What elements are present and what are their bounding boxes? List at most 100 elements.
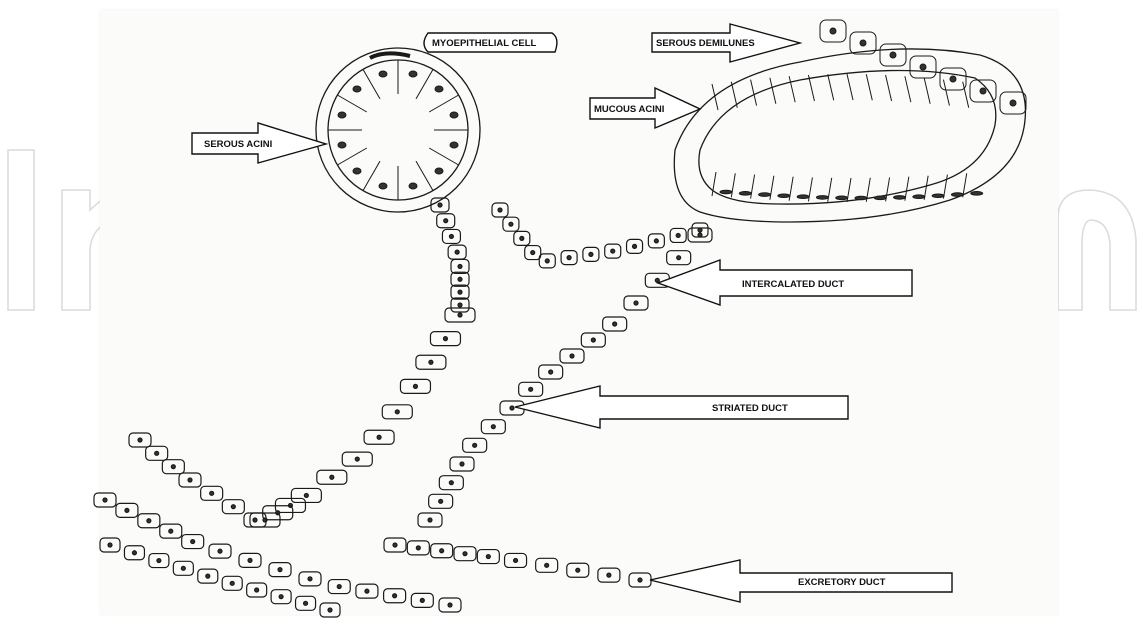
intercalated-duct-cell-nucleus: [455, 250, 459, 254]
demilune-nucleus: [1010, 100, 1016, 106]
serous-cell-nucleus: [435, 86, 443, 92]
excretory-duct-cell-nucleus: [308, 577, 312, 581]
mucous-cell-border: [770, 78, 776, 104]
striated-duct-cell-nucleus: [529, 387, 533, 391]
mucous-cell-nucleus: [913, 195, 925, 199]
striated-duct-cell-nucleus: [510, 406, 514, 410]
serous-cell-border: [429, 95, 458, 112]
excretory-duct-cell-nucleus: [125, 508, 129, 512]
serous-cell-border: [429, 148, 458, 165]
mucous-cell-border: [943, 175, 947, 199]
mucous-cell-border: [847, 178, 851, 202]
excretory-duct-cell-nucleus: [248, 558, 252, 562]
mucous-cell-border: [789, 177, 793, 201]
mucous-cell-nucleus: [874, 196, 886, 200]
mucous-cell-nucleus: [894, 196, 906, 200]
mucous-cell-border: [770, 176, 774, 200]
intercalated-duct-cell-nucleus: [676, 233, 680, 237]
mucous-cell-border: [847, 74, 853, 100]
duct-cell-nucleus: [171, 465, 175, 469]
mucous-cell-border: [789, 76, 795, 102]
striated-duct-cell-nucleus: [304, 493, 308, 497]
striated-duct-cell-nucleus: [330, 475, 334, 479]
excretory-duct-cell-nucleus: [157, 559, 161, 563]
mucous-cell-nucleus: [855, 196, 867, 200]
striated-duct-cell-nucleus: [395, 410, 399, 414]
striated-duct-cell-nucleus: [443, 337, 447, 341]
myoepithelial-cell-label: MYOEPITHELIAL CELL: [432, 38, 537, 49]
serous-demilunes-label: SEROUS DEMILUNES: [656, 38, 755, 49]
mucous-cell-nucleus: [797, 195, 809, 199]
duct-cell-nucleus: [188, 478, 192, 482]
excretory-duct-cell-nucleus: [607, 573, 611, 577]
serous-cell-border: [337, 148, 366, 165]
striated-duct-cell-nucleus: [460, 462, 464, 466]
excretory-duct-cell-nucleus: [278, 568, 282, 572]
serous-cell-border: [337, 95, 366, 112]
excretory-duct-cell-nucleus: [218, 549, 222, 553]
excretory-duct-cell-nucleus: [230, 581, 234, 585]
intercalated-duct-cell-nucleus: [545, 259, 549, 263]
excretory-duct-cell-nucleus: [545, 563, 549, 567]
intercalated-duct-cell-nucleus: [589, 252, 593, 256]
demilune-nucleus: [920, 64, 926, 70]
serous-cell-nucleus: [353, 168, 361, 174]
striated-duct-cell-nucleus: [698, 233, 702, 237]
mucous-cell-nucleus: [720, 190, 732, 194]
striated-duct-cell-nucleus: [355, 457, 359, 461]
striated-duct-cell-nucleus: [377, 435, 381, 439]
demilune-nucleus: [890, 52, 896, 58]
mucous-cell-border: [828, 74, 834, 100]
mucous-cell-border: [828, 178, 832, 202]
mucous-cell-border: [924, 176, 928, 200]
excretory-duct-cell-nucleus: [448, 603, 452, 607]
intercalated-duct-cell-nucleus: [520, 236, 524, 240]
excretory-duct-cell-nucleus: [486, 555, 490, 559]
excretory-duct-cell-nucleus: [103, 498, 107, 502]
serous-cell-nucleus: [409, 71, 417, 77]
serous-cell-border: [363, 161, 380, 190]
excretory-duct-cell-nucleus: [393, 594, 397, 598]
serous-cell-border: [363, 69, 380, 98]
intercalated-duct-cell-nucleus: [531, 251, 535, 255]
excretory-duct-cell-nucleus: [416, 546, 420, 550]
mucous-cell-border: [866, 74, 872, 100]
serous-acini-label: SEROUS ACINI: [204, 139, 272, 150]
mucous-cell-nucleus: [759, 193, 771, 197]
excretory-duct-cell-nucleus: [463, 552, 467, 556]
mucous-cell-border: [731, 82, 737, 108]
serous-cell-nucleus: [409, 183, 417, 189]
intercalated-duct-cell-nucleus: [633, 244, 637, 248]
mucous-acinus: [674, 49, 1025, 222]
striated-duct-cell-nucleus: [473, 443, 477, 447]
intercalated-duct-cell-nucleus: [458, 264, 462, 268]
striated-duct-cell-nucleus: [429, 360, 433, 364]
mucous-cell-border: [924, 78, 930, 104]
mucous-cell-border: [751, 80, 757, 106]
striated-duct-cell-nucleus: [449, 481, 453, 485]
serous-cell-nucleus: [379, 183, 387, 189]
serous-cell-nucleus: [435, 168, 443, 174]
intercalated-duct-cell-nucleus: [567, 256, 571, 260]
duct-cell-nucleus: [210, 491, 214, 495]
excretory-duct-cell-nucleus: [514, 558, 518, 562]
excretory-duct-cell-nucleus: [169, 529, 173, 533]
striated-duct-arrow: [515, 386, 848, 428]
striated-duct-cell-nucleus: [549, 370, 553, 374]
excretory-duct-cell-nucleus: [181, 566, 185, 570]
striated-duct-cell-nucleus: [570, 354, 574, 358]
demilune-nucleus: [980, 88, 986, 94]
mucous-cell-border: [886, 75, 892, 101]
mucous-cell-nucleus: [971, 192, 983, 196]
mucous-cell-border: [808, 75, 814, 101]
mucous-cell-border: [905, 177, 909, 201]
striated-duct-cell-nucleus: [439, 499, 443, 503]
striated-duct-cell-nucleus: [491, 425, 495, 429]
mucous-cell-nucleus: [836, 196, 848, 200]
excretory-duct-cell-nucleus: [328, 608, 332, 612]
mucous-cell-border: [886, 177, 890, 201]
excretory-duct-cell-nucleus: [440, 549, 444, 553]
excretory-duct-cell-nucleus: [638, 578, 642, 582]
excretory-duct-cell-nucleus: [191, 540, 195, 544]
